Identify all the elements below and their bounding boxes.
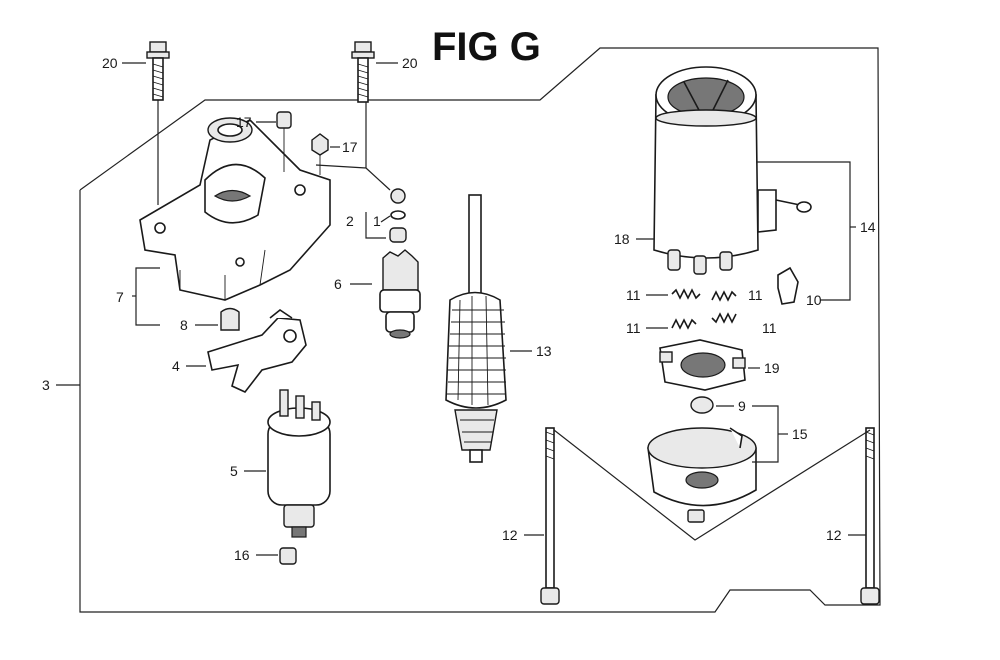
assembly-outline bbox=[79, 47, 881, 613]
yoke bbox=[653, 66, 812, 275]
callout-6: 6 bbox=[334, 276, 342, 292]
callout-13: 13 bbox=[536, 343, 552, 359]
bushing bbox=[690, 396, 714, 414]
starter-housing bbox=[139, 117, 331, 301]
callout-11-c: 11 bbox=[626, 320, 641, 336]
through-bolt-right bbox=[860, 427, 880, 605]
nut-16 bbox=[279, 547, 297, 565]
callout-11-d: 11 bbox=[762, 320, 777, 336]
callout-15: 15 bbox=[792, 426, 808, 442]
callout-1: 1 bbox=[373, 213, 381, 229]
pinion-gear bbox=[379, 249, 421, 339]
brush-plate bbox=[659, 339, 746, 391]
end-cover bbox=[647, 427, 757, 523]
nut-17-lower bbox=[311, 133, 329, 175]
bolt-20-left bbox=[146, 41, 170, 101]
callout-20-left: 20 bbox=[102, 55, 118, 71]
leader-1 bbox=[380, 215, 391, 223]
leader-12-v bbox=[553, 429, 871, 541]
callout-11-a: 11 bbox=[626, 287, 641, 303]
armature bbox=[445, 194, 507, 463]
callout-5: 5 bbox=[230, 463, 238, 479]
callout-20-right: 20 bbox=[402, 55, 418, 71]
callout-3: 3 bbox=[42, 377, 50, 393]
callout-14: 14 bbox=[860, 219, 876, 235]
leader-small-parts bbox=[315, 164, 391, 191]
callout-12-left: 12 bbox=[502, 527, 518, 543]
callout-4: 4 bbox=[172, 358, 180, 374]
cap-8 bbox=[220, 307, 240, 331]
leader-2 bbox=[365, 212, 386, 239]
callout-17-lower: 17 bbox=[342, 139, 358, 155]
shift-lever bbox=[207, 309, 307, 393]
callout-10: 10 bbox=[806, 292, 822, 308]
callout-17-upper: 17 bbox=[236, 114, 252, 130]
nut-17-upper bbox=[276, 111, 292, 172]
bracket-14 bbox=[756, 161, 851, 301]
brush-springs bbox=[671, 288, 737, 330]
figure-title: FIG G bbox=[432, 25, 541, 69]
callout-19: 19 bbox=[764, 360, 780, 376]
callout-9: 9 bbox=[738, 398, 746, 414]
callout-11-b: 11 bbox=[748, 287, 763, 303]
through-bolt-left bbox=[540, 427, 560, 605]
nut-and-washer bbox=[389, 188, 407, 243]
callout-7: 7 bbox=[116, 289, 124, 305]
brush-holder-clip bbox=[777, 266, 799, 305]
callout-18: 18 bbox=[614, 231, 630, 247]
callout-16: 16 bbox=[234, 547, 250, 563]
bracket-7 bbox=[135, 267, 160, 326]
callout-12-right: 12 bbox=[826, 527, 842, 543]
bolt-20-right bbox=[351, 41, 375, 103]
callout-2: 2 bbox=[346, 213, 354, 229]
solenoid bbox=[267, 389, 331, 538]
callout-8: 8 bbox=[180, 317, 188, 333]
